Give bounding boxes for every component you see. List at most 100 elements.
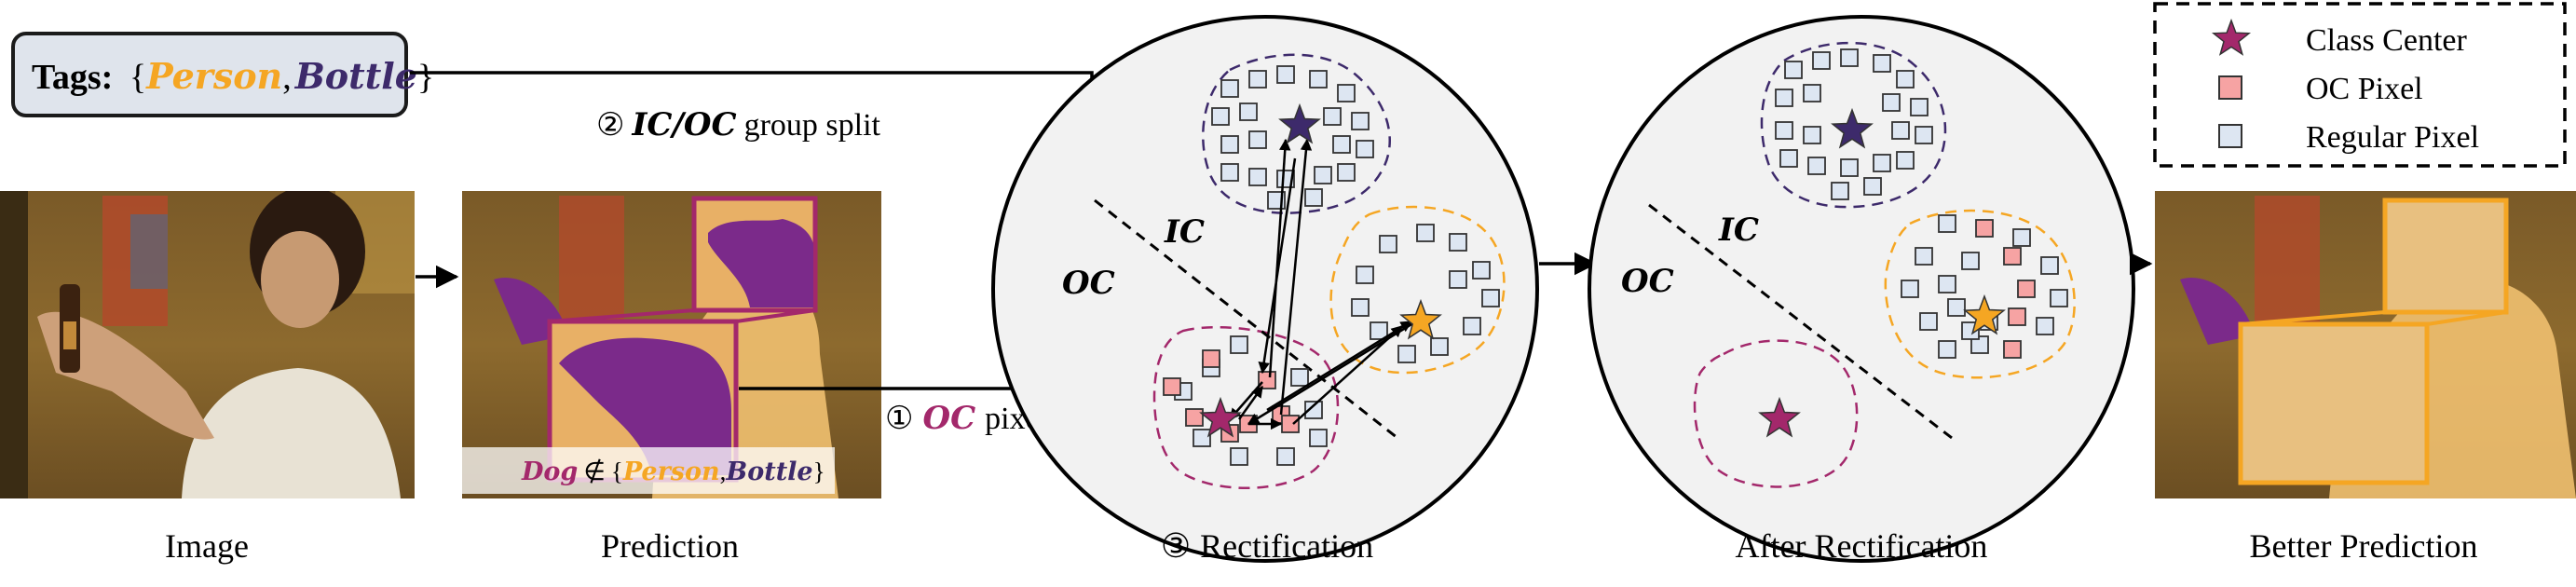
after-cluster-bottle <box>1760 41 1947 209</box>
tags-box: Tags: {Person,Bottle} <box>11 32 434 117</box>
regular-pixel <box>1193 429 1211 447</box>
regular-pixel <box>1807 157 1826 175</box>
step1-oc: OC <box>922 400 975 437</box>
step3-text: Rectification <box>1200 527 1373 565</box>
oc-pixel <box>1185 408 1204 427</box>
oc-pixel <box>1163 377 1181 396</box>
class-center-person <box>1399 298 1442 340</box>
regular-pixel <box>1463 317 1481 335</box>
step2-text: group split <box>744 108 881 143</box>
tags-open-brace: { <box>129 58 146 97</box>
regular-pixel <box>1211 107 1230 126</box>
region-label-oc-2: OC <box>1621 263 1674 300</box>
regular-pixel <box>1276 65 1295 84</box>
overlay-dog: Dog <box>521 457 578 486</box>
regular-pixel <box>1472 261 1491 280</box>
tags-comma: , <box>282 58 292 97</box>
regular-pixel <box>1220 163 1239 182</box>
overlay-notin: ∉ <box>583 457 606 485</box>
prediction-image <box>462 191 881 498</box>
regular-pixel <box>1323 107 1342 126</box>
svg-text:Tags: {Person,Bottle}: Tags: {Person,Bottle} <box>32 55 434 97</box>
regular-pixel <box>1430 337 1449 356</box>
step2-oc: OC <box>684 106 737 143</box>
regular-pixel <box>1779 149 1798 168</box>
regular-pixel <box>1938 340 1956 359</box>
better-prediction-image <box>2155 191 2576 498</box>
legend-class-center-star <box>2211 18 2252 56</box>
oc-pixel <box>2008 307 2026 326</box>
regular-pixel <box>1248 70 1267 89</box>
regular-pixel <box>1891 121 1910 140</box>
regular-pixel <box>1915 126 1933 144</box>
after-cluster-person <box>1884 209 2076 379</box>
caption-prediction: Prediction <box>601 527 739 565</box>
regular-pixel <box>1938 214 1956 233</box>
oc-pixel <box>2003 247 2022 266</box>
step2-ic: IC <box>631 106 672 143</box>
after-cluster-dog <box>1693 339 1859 488</box>
step1-number: ① <box>885 402 913 436</box>
regular-pixel <box>1901 280 1919 298</box>
regular-pixel <box>1803 84 1821 102</box>
legend-regular-pixel-label: Regular Pixel <box>2306 120 2479 155</box>
regular-pixel <box>1873 54 1891 73</box>
regular-pixel <box>1775 89 1793 107</box>
better-zoom-inset-bottom <box>2238 321 2430 485</box>
overlay-close: } <box>813 457 825 485</box>
oc-pixel <box>2017 280 2036 298</box>
class-center-dog <box>1758 396 1801 438</box>
input-image <box>0 191 415 498</box>
legend-oc-pixel-swatch <box>2218 75 2242 100</box>
regular-pixel <box>1481 289 1500 307</box>
cluster-boundary-person <box>1329 205 1506 375</box>
class-center-dog <box>1199 396 1242 438</box>
regular-pixel <box>1351 112 1370 130</box>
regular-pixel <box>1840 48 1859 67</box>
regular-pixel <box>1309 429 1328 447</box>
regular-pixel <box>1910 98 1929 116</box>
legend-regular-pixel-swatch <box>2218 124 2242 148</box>
tags-label: Tags: <box>32 58 113 97</box>
regular-pixel <box>1379 235 1397 253</box>
regular-pixel <box>1896 151 1915 170</box>
regular-pixel <box>1351 298 1370 317</box>
ic-oc-split-line <box>1094 198 1398 440</box>
regular-pixel <box>1397 345 1416 363</box>
region-label-ic-2: IC <box>1718 212 1759 249</box>
prediction-overlay-caption: Dog∉{Person,Bottle} <box>521 457 825 486</box>
cluster-boundary-dog <box>1152 326 1340 489</box>
regular-pixel <box>1803 126 1821 144</box>
regular-pixel <box>1370 321 1388 340</box>
regular-pixel <box>1309 70 1328 89</box>
regular-pixel <box>1290 368 1309 387</box>
overlay-bottle: Bottle <box>725 457 812 486</box>
regular-pixel <box>1896 70 1915 89</box>
cluster-boundary-bottle <box>1202 53 1391 214</box>
step2-slash: / <box>669 106 687 143</box>
class-center-bottle <box>1278 102 1321 144</box>
better-zoom-inset-top <box>2382 198 2509 315</box>
regular-pixel <box>2012 228 2031 247</box>
tag-person: Person <box>145 55 282 97</box>
oc-pixel <box>1258 371 1276 389</box>
regular-pixel <box>2050 289 2068 307</box>
regular-pixel <box>1938 275 1956 294</box>
regular-pixel <box>1248 130 1267 149</box>
regular-pixel <box>1831 182 1849 200</box>
legend: Class Center OC Pixel Regular Pixel <box>2153 2 2567 168</box>
regular-pixel <box>1449 270 1467 289</box>
regular-pixel <box>1220 135 1239 154</box>
regular-pixel <box>1356 266 1374 284</box>
regular-pixel <box>1919 312 1938 331</box>
regular-pixel <box>1337 84 1356 102</box>
class-center-bottle <box>1831 107 1874 149</box>
regular-pixel <box>1961 252 1980 270</box>
regular-pixel <box>2040 256 2059 275</box>
legend-oc-pixel-label: OC Pixel <box>2306 72 2423 106</box>
caption-image: Image <box>165 527 249 565</box>
region-label-oc-1: OC <box>1062 265 1115 302</box>
regular-pixel <box>2036 317 2054 335</box>
